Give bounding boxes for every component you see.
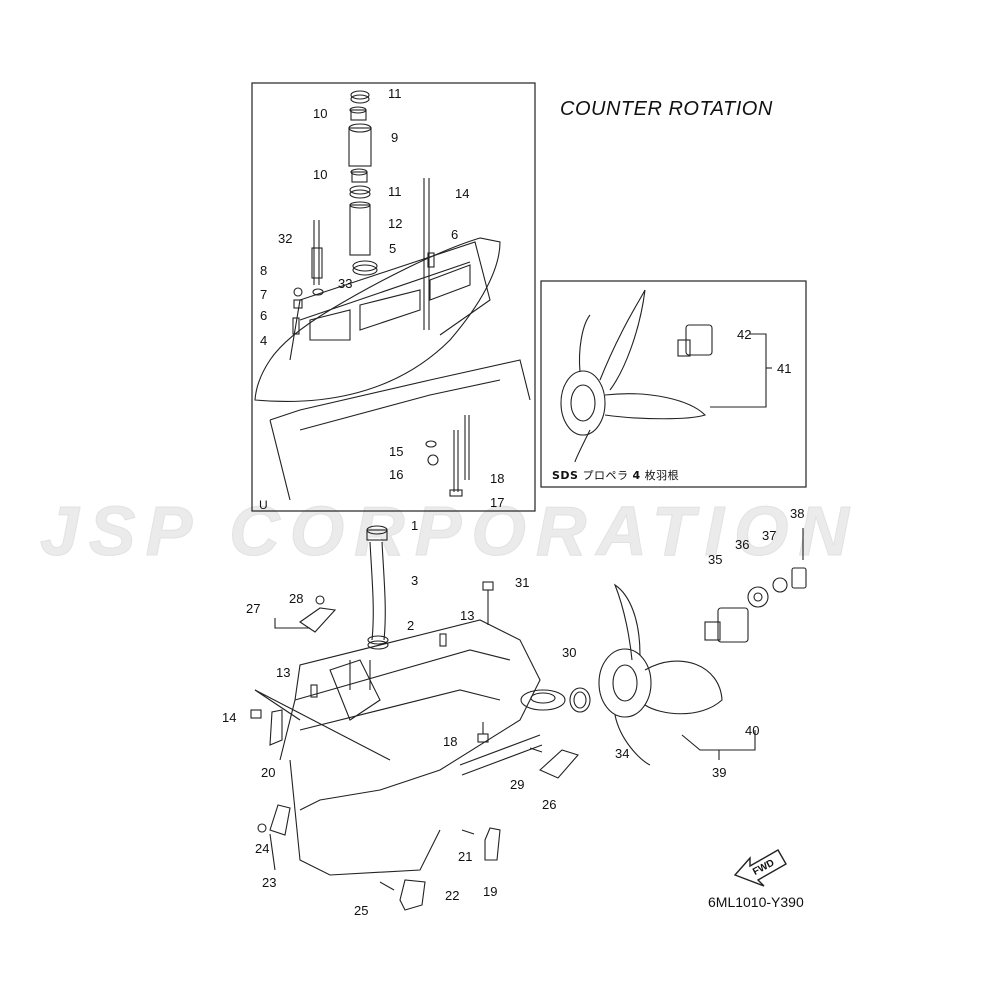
label-8: 8 xyxy=(260,263,267,278)
diagram-title: COUNTER ROTATION xyxy=(560,98,773,120)
label-34: 34 xyxy=(615,746,629,761)
label-14a: 14 xyxy=(455,186,469,201)
label-41: 41 xyxy=(777,361,791,376)
label-1: 1 xyxy=(411,518,418,533)
inset-box-mark: U xyxy=(259,498,268,512)
label-24: 24 xyxy=(255,841,269,856)
label-10b: 10 xyxy=(313,167,327,182)
upper-casing-drawing xyxy=(254,90,531,501)
label-13b: 13 xyxy=(276,665,290,680)
label-13a: 13 xyxy=(460,608,474,623)
label-31: 31 xyxy=(515,575,529,590)
label-5: 5 xyxy=(389,241,396,256)
label-29: 29 xyxy=(510,777,524,792)
inset-blade-count: 4 xyxy=(632,469,641,482)
label-3: 3 xyxy=(411,573,418,588)
label-9: 9 xyxy=(391,130,398,145)
label-38: 38 xyxy=(790,506,804,521)
watermark-text: JSP CORPORATION xyxy=(40,492,859,570)
label-6a: 6 xyxy=(451,227,458,242)
label-32: 32 xyxy=(278,231,292,246)
label-18a: 18 xyxy=(490,471,504,486)
inset-suffix: 枚羽根 xyxy=(644,469,680,482)
label-26: 26 xyxy=(542,797,556,812)
diagram-code: 6ML1010-Y390 xyxy=(708,894,804,910)
label-25: 25 xyxy=(354,903,368,918)
label-22: 22 xyxy=(445,888,459,903)
label-23: 23 xyxy=(262,875,276,890)
inset-propeller-label: SDS プロペラ 4 枚羽根 xyxy=(552,467,679,483)
part-number-labels: 11 10 9 10 11 14 12 32 6 5 8 33 7 6 4 15… xyxy=(222,86,804,918)
inset-prefix: SDS xyxy=(552,469,579,482)
label-27: 27 xyxy=(246,601,260,616)
label-11a: 11 xyxy=(388,86,402,101)
label-37: 37 xyxy=(762,528,776,543)
label-2: 2 xyxy=(407,618,414,633)
label-20: 20 xyxy=(261,765,275,780)
upper-casing-inset-box xyxy=(251,82,536,512)
propeller-inset-box xyxy=(540,280,807,488)
label-30: 30 xyxy=(562,645,576,660)
lower-casing-drawing xyxy=(250,525,807,911)
label-16: 16 xyxy=(389,467,403,482)
label-40: 40 xyxy=(745,723,759,738)
label-11b: 11 xyxy=(388,184,402,199)
fwd-arrow-icon: FWD xyxy=(733,849,787,887)
label-28: 28 xyxy=(289,591,303,606)
inset-label-text: プロペラ xyxy=(582,469,629,482)
label-15: 15 xyxy=(389,444,403,459)
label-36: 36 xyxy=(735,537,749,552)
label-7: 7 xyxy=(260,287,267,302)
label-39: 39 xyxy=(712,765,726,780)
label-14b: 14 xyxy=(222,710,236,725)
label-21: 21 xyxy=(458,849,472,864)
label-17: 17 xyxy=(490,495,504,510)
label-12: 12 xyxy=(388,216,402,231)
label-18b: 18 xyxy=(443,734,457,749)
label-19: 19 xyxy=(483,884,497,899)
label-6b: 6 xyxy=(260,308,267,323)
label-42: 42 xyxy=(737,327,751,342)
label-4: 4 xyxy=(260,333,267,348)
inset-propeller-drawing xyxy=(560,289,772,463)
label-10a: 10 xyxy=(313,106,327,121)
label-35: 35 xyxy=(708,552,722,567)
label-33: 33 xyxy=(338,276,352,291)
